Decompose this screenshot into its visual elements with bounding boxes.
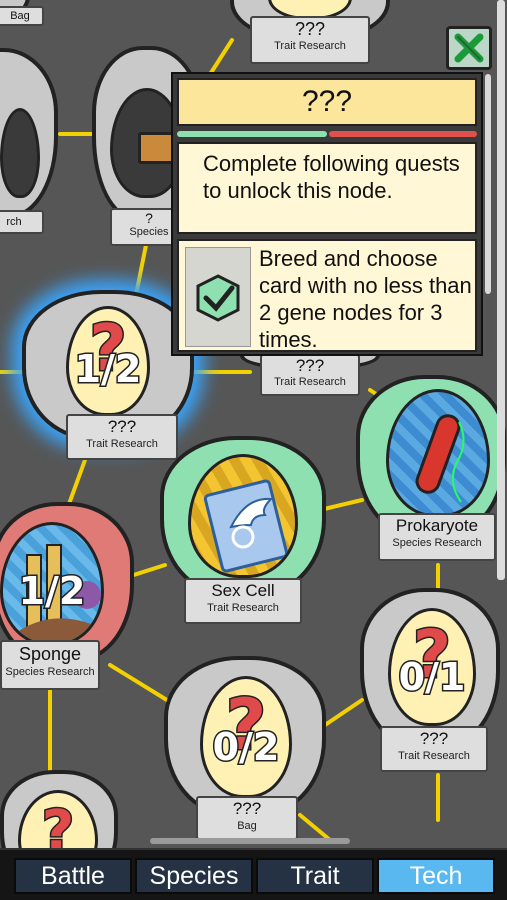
node-type: Trait Research bbox=[86, 438, 158, 450]
link-line bbox=[108, 663, 177, 707]
question-mark-icon: ? bbox=[88, 311, 128, 388]
node-sex-cell[interactable]: Sex Cell Trait Research bbox=[160, 436, 326, 628]
node-type: Bag bbox=[10, 10, 30, 22]
node-type: Trait Research bbox=[274, 40, 346, 52]
node-right-locked[interactable]: ? 0/1 ??? Trait Research bbox=[360, 588, 500, 778]
node-plate: ??? Trait Research bbox=[260, 354, 360, 396]
node-name: ??? bbox=[295, 356, 325, 375]
checkmark-badge-icon bbox=[196, 274, 240, 322]
link-line bbox=[318, 498, 364, 512]
node-name: Sponge bbox=[18, 644, 82, 664]
padlock-icon bbox=[138, 132, 174, 164]
node-sponge[interactable]: 1/2 Sponge Species Research bbox=[0, 502, 134, 692]
popup-description: Complete following quests to unlock this… bbox=[177, 142, 477, 234]
node-name: Sex Cell bbox=[211, 581, 275, 600]
node-type: Bag bbox=[237, 820, 257, 832]
node-plate: ??? Bag bbox=[196, 796, 298, 840]
node-name: ??? bbox=[294, 19, 326, 39]
node-type: Trait Research bbox=[398, 750, 470, 762]
node-progress: 1/2 bbox=[73, 346, 143, 393]
node-plate: Prokaryote Species Research bbox=[378, 513, 496, 561]
node-type: Species bbox=[129, 226, 169, 238]
node-type: Species Research bbox=[5, 666, 95, 678]
quest-text: Breed and choose card with no less than … bbox=[259, 246, 472, 352]
node-plate: ??? Trait Research bbox=[250, 16, 370, 64]
tab-trait[interactable]: Trait bbox=[256, 858, 374, 894]
quest-icon-frame bbox=[185, 247, 251, 347]
node-plate: ??? Trait Research bbox=[380, 726, 488, 772]
node-type: Trait Research bbox=[207, 602, 279, 614]
horizontal-scrollbar[interactable] bbox=[150, 838, 350, 844]
node-name: ? bbox=[145, 210, 153, 226]
tab-battle[interactable]: Battle bbox=[14, 858, 132, 894]
vertical-scrollbar[interactable] bbox=[497, 0, 505, 580]
progress-bar-remaining bbox=[329, 131, 477, 137]
tab-species[interactable]: Species bbox=[135, 858, 253, 894]
node-name: ??? bbox=[232, 799, 262, 818]
node-progress: 0/2 bbox=[211, 724, 281, 771]
node-type: rch bbox=[6, 216, 22, 228]
node-plate: Sex Cell Trait Research bbox=[184, 578, 302, 624]
tab-tech[interactable]: Tech bbox=[377, 858, 495, 894]
link-line bbox=[298, 813, 332, 842]
bacterium-icon bbox=[415, 414, 465, 503]
node-name: Prokaryote bbox=[395, 516, 479, 535]
close-x-icon bbox=[454, 33, 484, 63]
node-plate: Sponge Species Research bbox=[0, 640, 100, 690]
link-line bbox=[323, 698, 364, 727]
node-name: ??? bbox=[419, 729, 449, 748]
node-progress: 0/1 bbox=[397, 654, 467, 701]
node-bottom-locked[interactable]: ? 0/2 ??? Bag bbox=[164, 656, 326, 846]
quest-item: Breed and choose card with no less than … bbox=[177, 239, 477, 352]
question-mark-icon: ? bbox=[224, 683, 268, 768]
popup-title: ??? bbox=[177, 78, 477, 126]
winged-card-icon bbox=[203, 479, 289, 573]
node-bottom-left[interactable]: ? bbox=[0, 770, 118, 890]
progress-bar-complete bbox=[177, 131, 327, 137]
node-top-bag[interactable]: Bag bbox=[0, 0, 50, 30]
node-type: Species Research bbox=[392, 537, 482, 549]
node-progress: 1/2 bbox=[17, 568, 87, 615]
node-selected[interactable]: ? 1/2 ??? Trait Research bbox=[22, 290, 194, 465]
node-plate: ??? Trait Research bbox=[66, 414, 178, 460]
node-prokaryote[interactable]: Prokaryote Species Research bbox=[356, 375, 506, 565]
node-plate: Bag bbox=[0, 6, 44, 26]
node-name: ??? bbox=[107, 417, 137, 436]
node-top-trait[interactable]: ??? Trait Research bbox=[230, 0, 390, 70]
unlock-popup: ??? Complete following quests to unlock … bbox=[171, 72, 483, 356]
question-mark-icon: ? bbox=[411, 615, 452, 695]
node-left-research[interactable]: rch bbox=[0, 48, 60, 238]
popup-scroll-thumb[interactable] bbox=[485, 74, 491, 294]
close-button[interactable] bbox=[446, 26, 492, 70]
bottom-tab-bar: Battle Species Trait Tech bbox=[0, 848, 507, 900]
node-type: Trait Research bbox=[274, 376, 346, 388]
node-plate: rch bbox=[0, 210, 44, 234]
